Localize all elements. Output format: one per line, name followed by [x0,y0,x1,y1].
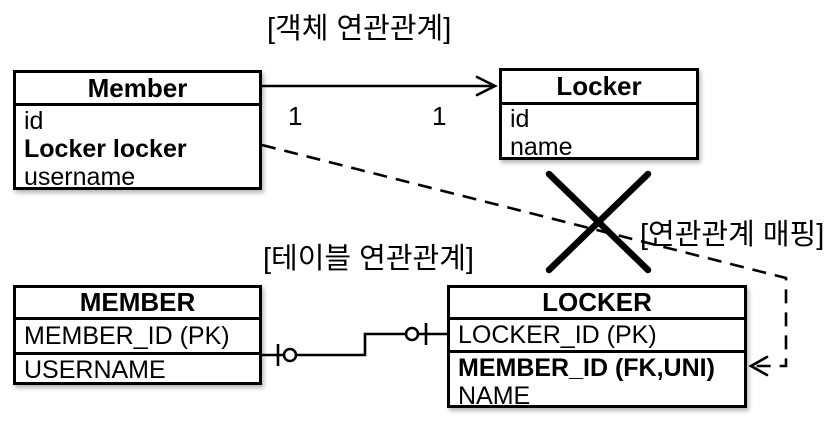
locker-field-id: id [510,105,530,133]
object-association-title: [객체 연관관계] [267,13,452,45]
locker-table-title: LOCKER [450,288,744,320]
locker-class-box: Locker id name [499,68,699,161]
member-field-id: id [24,107,44,135]
mapping-dashed-line [261,143,788,377]
association-mapping-label: [연관관계 매핑] [640,219,825,251]
locker-field-name: name [510,133,573,161]
optional-circle-locker-side-icon [404,326,420,342]
member-field-locker: Locker locker [24,135,187,163]
locker-table: LOCKER LOCKER_ID (PK) MEMBER_ID (FK,UNI)… [447,285,747,410]
multiplicity-locker-side: 1 [432,101,447,131]
member-table-row-member-id: MEMBER_ID (PK) [16,320,259,355]
locker-class-title: Locker [502,71,696,105]
multiplicity-member-side: 1 [288,101,303,131]
member-class-title: Member [16,73,259,106]
member-class-fields: id Locker locker username [16,106,259,191]
member-table-title: MEMBER [16,288,259,320]
cross-out-x-icon [545,170,652,274]
locker-table-row-locker-id: LOCKER_ID (PK) [450,320,744,353]
locker-table-row-member-id-fk: MEMBER_ID (FK,UNI) [458,354,715,382]
member-table: MEMBER MEMBER_ID (PK) USERNAME [13,285,262,385]
table-association-title: [테이블 연관관계] [263,243,474,275]
mapping-arrowhead-icon [748,355,769,377]
object-association-arrow [262,75,498,97]
locker-table-row-name: NAME [458,382,531,410]
table-relationship-connector [262,323,447,366]
member-field-username: username [24,163,136,191]
member-class-box: Member id Locker locker username [13,70,262,191]
optional-circle-member-side-icon [282,347,298,363]
locker-class-fields: id name [502,105,696,161]
member-table-row-username: USERNAME [24,356,166,384]
